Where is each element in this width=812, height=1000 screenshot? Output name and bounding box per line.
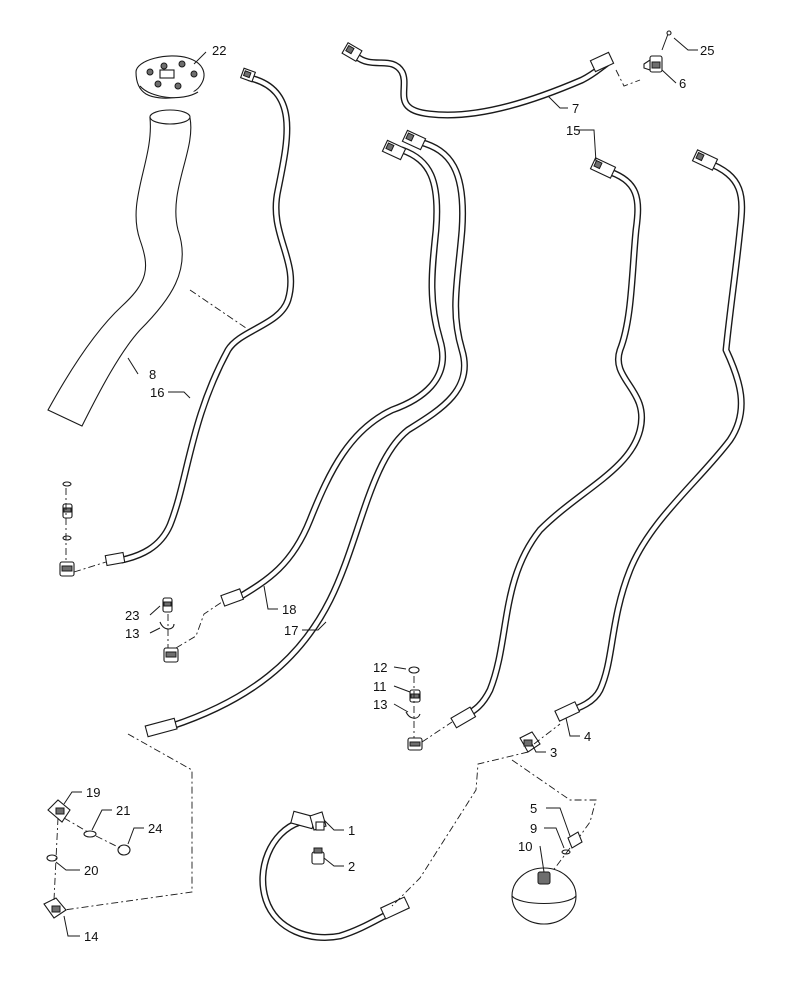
callout-1: 1 — [348, 823, 355, 838]
assembly-guides — [53, 69, 641, 911]
callout-16: 16 — [150, 385, 164, 400]
valve-6[interactable] — [643, 55, 663, 73]
hose-fittings — [104, 42, 719, 920]
hose-15[interactable] — [458, 166, 646, 722]
fitting-11[interactable] — [409, 689, 421, 703]
callout-12: 12 — [373, 660, 387, 675]
hose-16[interactable] — [118, 74, 295, 564]
hose-1[interactable] — [259, 818, 396, 941]
callout-13-left: 13 — [125, 626, 139, 641]
callout-4: 4 — [584, 729, 591, 744]
callout-11: 11 — [373, 679, 387, 694]
elbow-19[interactable] — [47, 799, 71, 823]
callout-3: 3 — [550, 745, 557, 760]
callout-6: 6 — [679, 76, 686, 91]
callout-20: 20 — [84, 863, 98, 878]
hose-18[interactable] — [234, 146, 446, 602]
callout-13-right: 13 — [373, 697, 387, 712]
callout-19: 19 — [86, 785, 100, 800]
callout-9: 9 — [530, 821, 537, 836]
callout-14: 14 — [84, 929, 98, 944]
tee-fitting-left[interactable] — [163, 647, 179, 663]
connector-3[interactable] — [519, 731, 541, 753]
callout-17: 17 — [284, 623, 298, 638]
accumulator-10[interactable] — [511, 867, 577, 925]
seal-13-left[interactable] — [159, 621, 175, 630]
hose-7[interactable] — [352, 52, 610, 119]
hose-4[interactable] — [562, 158, 746, 716]
callout-25: 25 — [700, 43, 714, 58]
callout-leaders — [55, 37, 698, 937]
callout-10: 10 — [518, 839, 532, 854]
callout-2: 2 — [348, 859, 355, 874]
callout-5: 5 — [530, 801, 537, 816]
callout-15: 15 — [566, 123, 580, 138]
flange-plate-22[interactable] — [135, 55, 205, 99]
callout-labels: 1 2 3 4 5 6 7 8 9 10 11 12 13 13 14 15 1… — [84, 43, 714, 944]
seal-20[interactable] — [46, 854, 58, 862]
callout-18: 18 — [282, 602, 296, 617]
fitting-5[interactable] — [567, 831, 583, 849]
washer-12[interactable] — [408, 666, 420, 674]
elbow-fitting-1[interactable] — [309, 811, 327, 831]
ring-24[interactable] — [117, 844, 131, 856]
seal-21[interactable] — [83, 830, 97, 838]
seal-13-right[interactable] — [405, 711, 421, 719]
callout-21: 21 — [116, 803, 130, 818]
tee-fitting-right[interactable] — [407, 737, 423, 751]
fitting-stack-left[interactable] — [59, 481, 75, 577]
fitting-23[interactable] — [162, 597, 173, 613]
adapter-2[interactable] — [311, 847, 325, 865]
callout-23: 23 — [125, 608, 139, 623]
callout-24: 24 — [148, 821, 162, 836]
callout-22: 22 — [212, 43, 226, 58]
hose-17[interactable] — [168, 138, 468, 730]
callout-8: 8 — [149, 367, 156, 382]
suction-hose-8[interactable] — [47, 109, 192, 427]
elbow-14[interactable] — [43, 897, 67, 919]
screw-25[interactable] — [661, 30, 672, 51]
callout-7: 7 — [572, 101, 579, 116]
